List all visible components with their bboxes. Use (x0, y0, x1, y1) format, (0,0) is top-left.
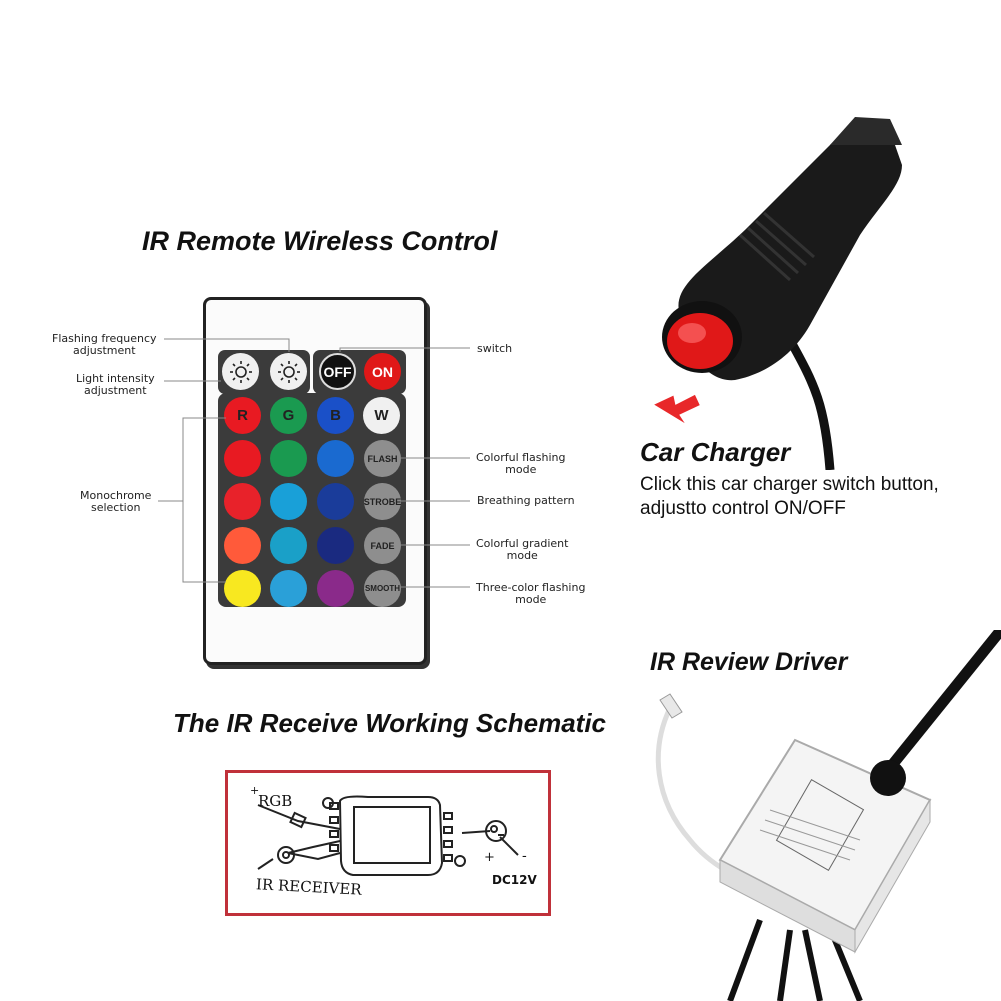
on-button: ON (364, 353, 401, 390)
color-button (317, 483, 354, 520)
label-colorful-gradient-2: mode (506, 549, 538, 562)
label-three-color: Three-color flashing mode (476, 582, 585, 606)
label-three-color-1: Three-color flashing (476, 581, 586, 594)
label-flashing-frequency-2: adjustment (72, 344, 136, 357)
smooth-button: SMOOTH (364, 570, 401, 607)
label-monochrome-1: Monochrome (80, 489, 152, 502)
label-monochrome: Monochrome selection (80, 490, 151, 514)
color-button (317, 570, 354, 607)
brightness-down-icon (229, 360, 252, 383)
red-button: R (224, 397, 261, 434)
brightness-down-button (222, 353, 259, 390)
ir-driver-image (655, 630, 1001, 1001)
schematic-minus: - (522, 848, 527, 864)
flash-button: FLASH (364, 440, 401, 477)
label-colorful-flashing-1: Colorful flashing (476, 451, 566, 464)
color-button (224, 483, 261, 520)
charger-description: Click this car charger switch button, ad… (640, 473, 939, 521)
color-button (270, 527, 307, 564)
schematic-dc-label: DC12V (492, 873, 537, 887)
label-flashing-frequency: Flashing frequency adjustment (52, 333, 157, 357)
strobe-button: STROBE (364, 483, 401, 520)
label-monochrome-2: selection (90, 501, 141, 514)
label-light-intensity-2: adjustment (84, 384, 147, 397)
label-three-color-2: mode (515, 593, 547, 606)
brightness-up-button (270, 353, 307, 390)
label-colorful-flashing-2: mode (505, 463, 537, 476)
color-button (224, 570, 261, 607)
color-button (270, 440, 307, 477)
schematic-rgb-label: RGB (258, 792, 293, 810)
schematic-drawing (257, 795, 519, 876)
car-charger-image (654, 117, 902, 470)
color-button (317, 527, 354, 564)
brightness-up-icon (277, 360, 300, 383)
schematic-plus-top: + (250, 784, 260, 797)
charger-description-line-2: adjustto control ON/OFF (640, 498, 846, 519)
off-button: OFF (319, 353, 356, 390)
white-button: W (363, 397, 400, 434)
color-button (224, 527, 261, 564)
label-colorful-flashing: Colorful flashing mode (476, 452, 566, 476)
label-switch: switch (477, 342, 513, 355)
blue-button: B (317, 397, 354, 434)
color-button (317, 440, 354, 477)
schematic-section-title: The IR Receive Working Schematic (173, 708, 606, 738)
color-button (224, 440, 261, 477)
color-button (270, 570, 307, 607)
schematic-plus: + (484, 850, 495, 865)
label-colorful-gradient: Colorful gradient mode (476, 538, 568, 562)
label-light-intensity: Light intensity adjustment (76, 373, 155, 397)
color-button (270, 483, 307, 520)
label-breathing: Breathing pattern (477, 494, 575, 507)
charger-description-line-1: Click this car charger switch button, (640, 474, 939, 495)
label-light-intensity-1: Light intensity (76, 372, 155, 385)
remote-section-title: IR Remote Wireless Control (142, 226, 498, 256)
charger-section-title: Car Charger (640, 437, 791, 467)
label-flashing-frequency-1: Flashing frequency (52, 332, 157, 345)
label-colorful-gradient-1: Colorful gradient (476, 537, 569, 550)
driver-section-title: IR Review Driver (650, 648, 848, 676)
fade-button: FADE (364, 527, 401, 564)
schematic-diagram (225, 770, 551, 916)
green-button: G (270, 397, 307, 434)
